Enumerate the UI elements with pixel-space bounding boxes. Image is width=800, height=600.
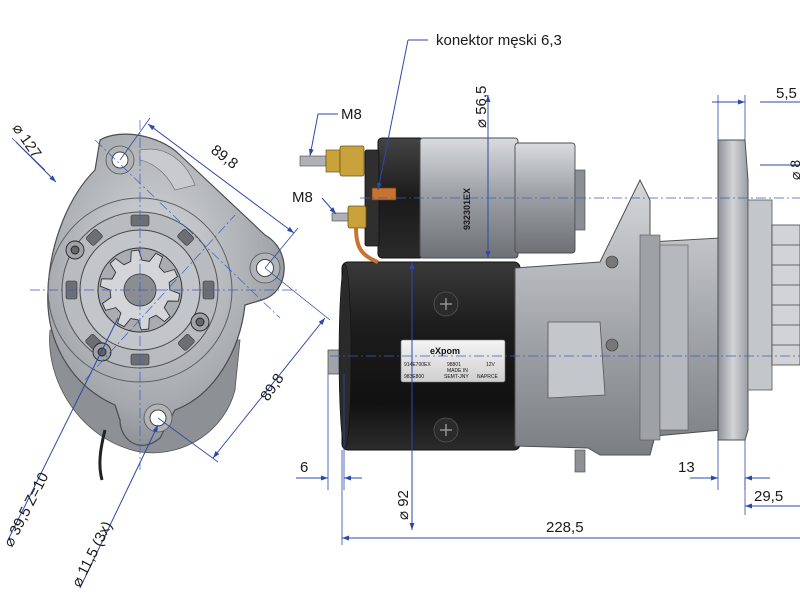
side-pinion [771, 224, 800, 366]
front-view [30, 120, 300, 481]
nameplate-line3c: NAPRCE [477, 374, 499, 380]
nameplate-voltage: 12V [486, 362, 496, 368]
dim-flange-thickness: 13 [678, 459, 695, 476]
side-view-dimensions: konektor męski 6,3 M8 M8 ⌀ 56,5 ⌀ 92 6 1… [292, 32, 800, 545]
connector-label: konektor męski 6,3 [436, 32, 562, 49]
terminal-upper-label: M8 [341, 106, 362, 123]
motor-screw-upper [433, 291, 459, 317]
dim-hole-spacing-side: 89,8 [257, 371, 287, 405]
dim-flange-diameter: ⌀ 127 [9, 121, 45, 162]
dim-hole-spacing-top: 89,8 [208, 142, 242, 173]
terminal-m8-lower [331, 205, 367, 229]
dim-rear-offset: 6 [300, 459, 308, 476]
dim-right-partial: ⌀ 8 [787, 160, 800, 180]
copper-strap [354, 227, 379, 264]
nameplate-line2a: 98801 [447, 362, 461, 368]
motor-screw-lower [433, 417, 459, 443]
dim-mount-holes: ⌀ 11,5 (3x) [68, 519, 116, 590]
nameplate-line3a: 983E800 [404, 374, 424, 380]
nameplate: eXpom 914E700EX 98801 12V MADE IN 983E80… [400, 339, 506, 383]
nameplate-line2b: MADE IN [447, 368, 468, 374]
terminal-lower-label: M8 [292, 189, 313, 206]
side-mounting-flange [717, 139, 749, 441]
front-bolt-heads [65, 240, 210, 362]
connector-6-3 [371, 187, 397, 201]
nameplate-line3b: SEMT-JNY [444, 374, 469, 380]
dim-top-right: 5,5 [776, 85, 797, 102]
terminal-m8-upper [299, 145, 365, 177]
side-view: eXpom 914E700EX 98801 12V MADE IN 983E80… [299, 137, 800, 473]
dim-nose-length: 29,5 [754, 488, 783, 505]
dim-pinion-spec: ⌀ 39,5 Z=10 [0, 470, 52, 550]
solenoid-part-number: 932301EX [462, 188, 472, 230]
front-cable [98, 429, 107, 481]
dim-motor-diameter: ⌀ 92 [395, 490, 412, 520]
nameplate-brand: eXpom [430, 346, 460, 356]
dim-solenoid-diameter: ⌀ 56,5 [473, 86, 490, 128]
dim-total-length: 228,5 [546, 519, 584, 536]
nameplate-code: 914E700EX [404, 362, 431, 368]
